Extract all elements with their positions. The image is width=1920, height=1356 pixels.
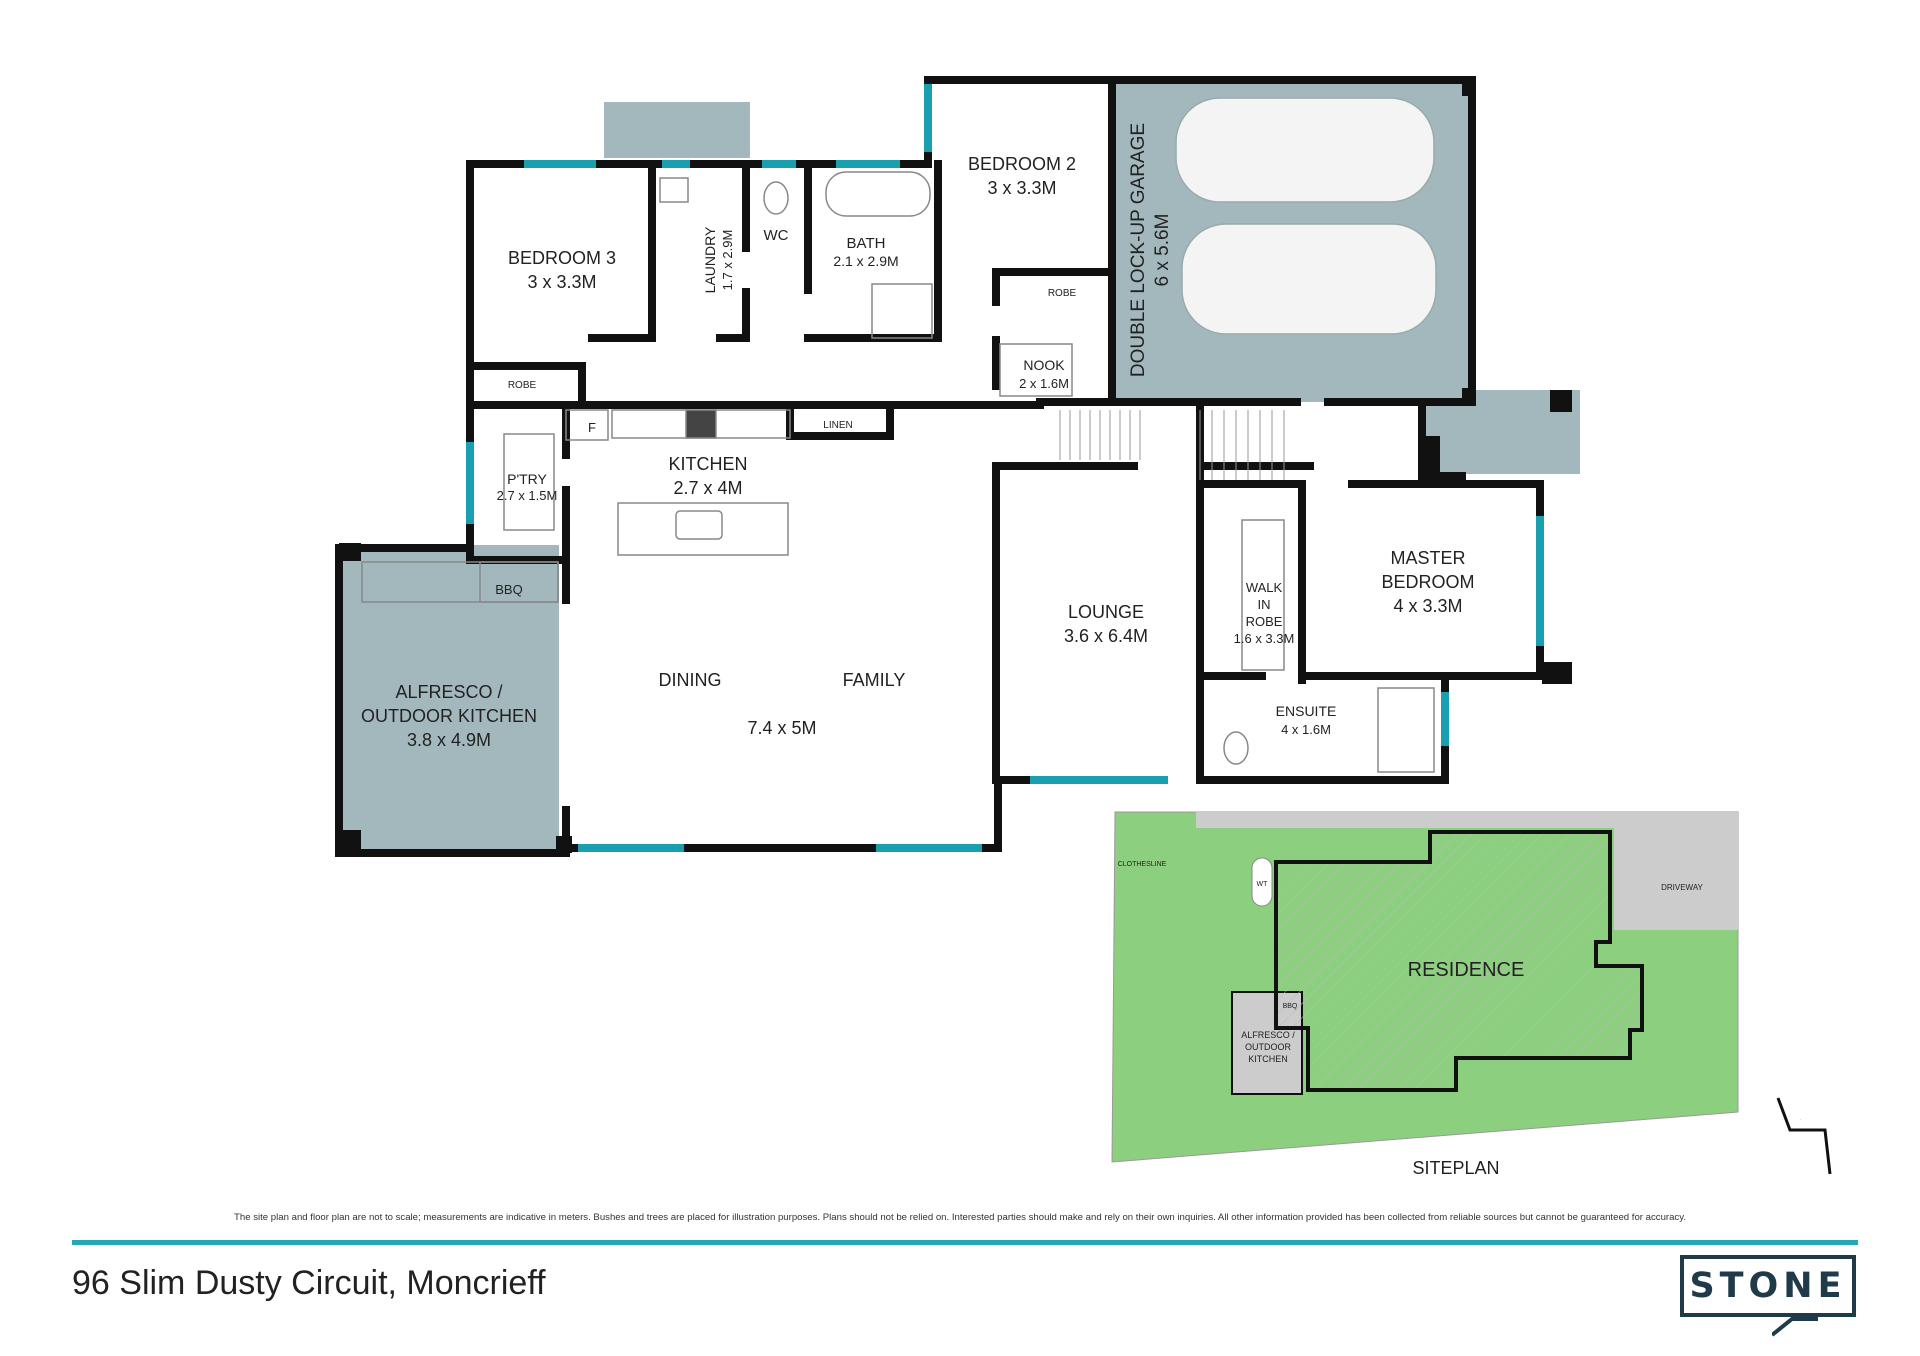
ensuite-vanity: [1377, 687, 1435, 773]
walkin-line1: WALK: [1246, 580, 1283, 595]
fridge-label: F: [588, 420, 596, 435]
siteplan-title: SITEPLAN: [1412, 1158, 1499, 1178]
rear-paving: [1196, 812, 1614, 828]
footer-rule: [72, 1240, 1858, 1245]
master-size: 4 x 3.3M: [1393, 596, 1462, 616]
siteplan-clothesline: CLOTHESLINE: [1118, 861, 1167, 868]
siteplan-alfresco-2: OUTDOOR: [1245, 1042, 1291, 1052]
ensuite-size: 4 x 1.6M: [1281, 722, 1331, 737]
family-label: FAMILY: [843, 670, 906, 690]
siteplan-driveway: DRIVEWAY: [1661, 883, 1703, 892]
siteplan-wt: WT: [1257, 881, 1269, 888]
bedroom2-size: 3 x 3.3M: [987, 178, 1056, 198]
nook-name: NOOK: [1023, 357, 1065, 373]
site-wt: [1251, 857, 1273, 907]
siteplan-residence: RESIDENCE: [1408, 959, 1525, 981]
siteplan-bbq: BBQ: [1283, 1003, 1298, 1010]
alfresco-size: 3.8 x 4.9M: [407, 730, 491, 750]
siteplan: [1111, 811, 1739, 1163]
master-line2: BEDROOM: [1381, 572, 1474, 592]
bath-size: 2.1 x 2.9M: [833, 253, 898, 269]
driveway-area: [1614, 812, 1738, 930]
fridge-space: [565, 409, 609, 441]
bedroom3-size: 3 x 3.3M: [527, 272, 596, 292]
fixtures: [361, 171, 1435, 773]
living-size: 7.4 x 5M: [747, 718, 816, 738]
walkin-line2: IN: [1258, 597, 1271, 612]
pantry-shelf: [503, 433, 555, 531]
ensuite-toilet: [1223, 731, 1249, 765]
bath-name: BATH: [847, 235, 886, 252]
wc-name: WC: [764, 227, 789, 244]
pantry-size: 2.7 x 1.5M: [497, 488, 558, 503]
bbq-box: [479, 561, 559, 603]
alfresco-name-1: ALFRESCO /: [395, 682, 502, 702]
siteplan-alfresco-1: ALFRESCO /: [1241, 1030, 1295, 1040]
robe-bedroom2: ROBE: [1048, 288, 1077, 299]
walkin-shelf: [1241, 519, 1285, 671]
garage-cars: [1175, 97, 1437, 335]
rear-step: [604, 102, 750, 158]
laundry-name: LAUNDRY: [702, 226, 718, 293]
north-arrow-icon: [1776, 1097, 1832, 1175]
dining-label: DINING: [659, 670, 722, 690]
shower: [871, 283, 933, 339]
lounge-size: 3.6 x 6.4M: [1064, 626, 1148, 646]
laundry-tub: [659, 177, 689, 203]
property-address: 96 Slim Dusty Circuit, Moncrieff: [72, 1264, 546, 1302]
nook-size: 2 x 1.6M: [1019, 376, 1069, 391]
walkin-line3: ROBE: [1246, 614, 1283, 629]
compass-letter: N: [1800, 1119, 1801, 1121]
brand-logo-tail-icon: [1772, 1317, 1818, 1337]
brand-logo: STONE: [1680, 1255, 1856, 1317]
kitchen-name: KITCHEN: [668, 454, 747, 474]
bedroom2-name: BEDROOM 2: [968, 154, 1076, 174]
stairs: [1059, 410, 1285, 480]
disclaimer-text: The site plan and floor plan are not to …: [234, 1212, 1686, 1223]
master-line1: MASTER: [1390, 548, 1465, 568]
kitchen-size: 2.7 x 4M: [673, 478, 742, 498]
alfresco-name-2: OUTDOOR KITCHEN: [361, 706, 537, 726]
wc-toilet: [763, 181, 789, 215]
alfresco-floor: [339, 545, 559, 853]
bbq-label: BBQ: [495, 582, 522, 597]
windows: [466, 84, 1544, 852]
robe-bedroom3: ROBE: [508, 380, 537, 391]
car-bottom: [1181, 223, 1437, 335]
siteplan-alfresco-3: KITCHEN: [1248, 1054, 1288, 1064]
bathtub: [825, 171, 931, 217]
nook-desk: [999, 343, 1073, 397]
lounge-name: LOUNGE: [1068, 602, 1144, 622]
laundry-size: 1.7 x 2.9M: [720, 230, 735, 291]
linen-label: LINEN: [823, 420, 852, 431]
brand-name: STONE: [1689, 1266, 1847, 1306]
cooktop: [685, 409, 717, 439]
residence-outline: [1274, 830, 1644, 1092]
garage-name: DOUBLE LOCK-UP GARAGE: [1128, 123, 1149, 377]
pantry-name: P'TRY: [507, 471, 547, 487]
siteplan-labels: RESIDENCE CLOTHESLINE DRIVEWAY WT BBQ AL…: [1118, 861, 1801, 1178]
kitchen-sink: [675, 510, 723, 540]
room-labels: BEDROOM 2 3 x 3.3M DOUBLE LOCK-UP GARAGE…: [361, 123, 1475, 750]
corner-posts: [339, 80, 1572, 853]
garage-size: 6 x 5.6M: [1152, 214, 1173, 287]
kitchen-island: [617, 502, 789, 556]
walkin-size: 1.6 x 3.3M: [1234, 631, 1295, 646]
bedroom3-name: BEDROOM 3: [508, 248, 616, 268]
ensuite-name: ENSUITE: [1276, 703, 1337, 719]
car-top: [1175, 97, 1435, 203]
